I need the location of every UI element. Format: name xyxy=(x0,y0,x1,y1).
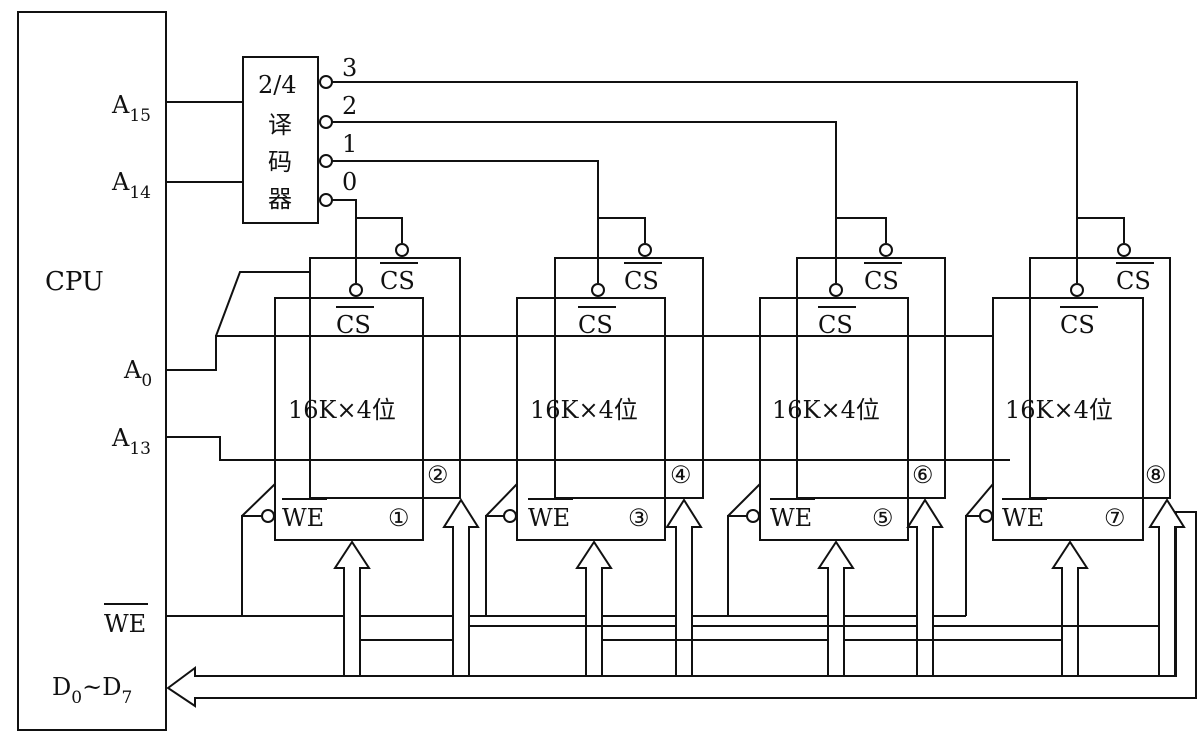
chip-2-cs-label: CS xyxy=(380,262,418,295)
chip-8-cs-label: CS xyxy=(1116,262,1154,295)
pin-data-bus-label: D0~D7 xyxy=(52,673,132,708)
cpu-label: CPU xyxy=(45,267,104,297)
chip-5-we-label: WE xyxy=(770,498,815,532)
chip-7-we-label: WE xyxy=(1002,498,1047,532)
pin-a15-label: A15 xyxy=(111,91,151,126)
svg-text:WE: WE xyxy=(770,504,812,532)
chip-2-number: ② xyxy=(427,461,449,489)
chip-group-4: CS ⑧ CS 16K×4位 WE ⑦ xyxy=(965,217,1171,616)
data-bus-arrow-chip-1 xyxy=(333,540,371,677)
data-bus-arrow-chip-6 xyxy=(906,498,944,677)
svg-text:0: 0 xyxy=(342,168,357,196)
data-bus-arrow-chip-8 xyxy=(1148,498,1186,677)
svg-text:CS: CS xyxy=(578,311,613,339)
chip-3-we-label: WE xyxy=(528,498,573,532)
chip-4-cs-label: CS xyxy=(624,262,662,295)
data-bus-arrow-chip-7 xyxy=(1051,540,1089,677)
decoder-label-line-2: 译 xyxy=(268,111,292,139)
decoder-output-3: 3 xyxy=(319,54,357,89)
decoder-output-2: 2 xyxy=(319,92,357,129)
svg-text:CS: CS xyxy=(336,311,371,339)
chip-5-number: ⑤ xyxy=(872,504,894,532)
decoder-2-4: 2/4 译 码 器 xyxy=(242,56,319,224)
svg-text:CS: CS xyxy=(818,311,853,339)
wire-decoder-1 xyxy=(332,160,599,283)
svg-text:CS: CS xyxy=(864,267,899,295)
data-bus-arrow-chip-5 xyxy=(817,540,855,677)
chip-1-capacity: 16K×4位 xyxy=(288,396,396,424)
svg-text:WE: WE xyxy=(1002,504,1044,532)
decoder-label-line-4: 器 xyxy=(268,185,292,213)
chip-5 xyxy=(759,297,909,541)
svg-text:3: 3 xyxy=(342,54,357,82)
wire-a13 xyxy=(166,436,1010,461)
pin-a14-label: A14 xyxy=(111,168,151,203)
pin-we-label: WE xyxy=(104,603,148,638)
data-bus-main xyxy=(166,511,1197,708)
svg-text:WE: WE xyxy=(528,504,570,532)
chip-3-capacity: 16K×4位 xyxy=(530,396,638,424)
chip-group-3: CS ⑥ CS 16K×4位 WE ⑤ xyxy=(727,217,946,616)
chip-3-number: ③ xyxy=(628,504,650,532)
chip-7-capacity: 16K×4位 xyxy=(1005,396,1113,424)
chip-7-number: ⑦ xyxy=(1104,504,1126,532)
chip-5-cs-label: CS xyxy=(818,306,856,339)
wire-a0 xyxy=(166,335,993,371)
chip-4-number: ④ xyxy=(670,461,692,489)
wire-decoder-2 xyxy=(332,121,837,283)
svg-text:WE: WE xyxy=(104,610,146,638)
chip-6-cs-label: CS xyxy=(864,262,902,295)
decoder-label-line-3: 码 xyxy=(268,148,292,176)
data-bus-arrow-chip-4 xyxy=(665,498,703,677)
pin-a0-label: A0 xyxy=(123,356,152,391)
chip-1-we-label: WE xyxy=(282,498,327,532)
svg-text:CS: CS xyxy=(1116,267,1151,295)
wire-a0-diagonal xyxy=(215,271,310,337)
chip-7-cs-label: CS xyxy=(1060,306,1098,339)
chip-8-number: ⑧ xyxy=(1145,461,1167,489)
data-bus-arrow-chip-3 xyxy=(575,540,613,677)
svg-text:2: 2 xyxy=(342,92,357,120)
svg-text:CS: CS xyxy=(380,267,415,295)
pin-a13-label: A13 xyxy=(111,424,151,459)
chip-3-cs-label: CS xyxy=(578,306,616,339)
wire-decoder-0 xyxy=(332,199,357,283)
chip-3 xyxy=(516,297,666,541)
data-bus-arrow-chip-2 xyxy=(442,498,480,677)
svg-text:WE: WE xyxy=(282,504,324,532)
chip-7 xyxy=(992,297,1144,541)
chip-group-2: CS ④ CS 16K×4位 WE ③ xyxy=(485,217,704,616)
wire-decoder-3 xyxy=(332,81,1078,283)
decoder-label-line-1: 2/4 xyxy=(258,71,297,99)
svg-text:CS: CS xyxy=(1060,311,1095,339)
chip-1 xyxy=(274,297,424,541)
chip-1-cs-label: CS xyxy=(336,306,374,339)
chip-5-capacity: 16K×4位 xyxy=(772,396,880,424)
data-bus xyxy=(166,498,1197,708)
chip-1-number: ① xyxy=(388,504,410,532)
chip-group-1: CS ② CS 16K×4位 WE ① xyxy=(241,200,461,616)
svg-text:CS: CS xyxy=(624,267,659,295)
chip-6-number: ⑥ xyxy=(912,461,934,489)
svg-text:1: 1 xyxy=(342,130,357,158)
